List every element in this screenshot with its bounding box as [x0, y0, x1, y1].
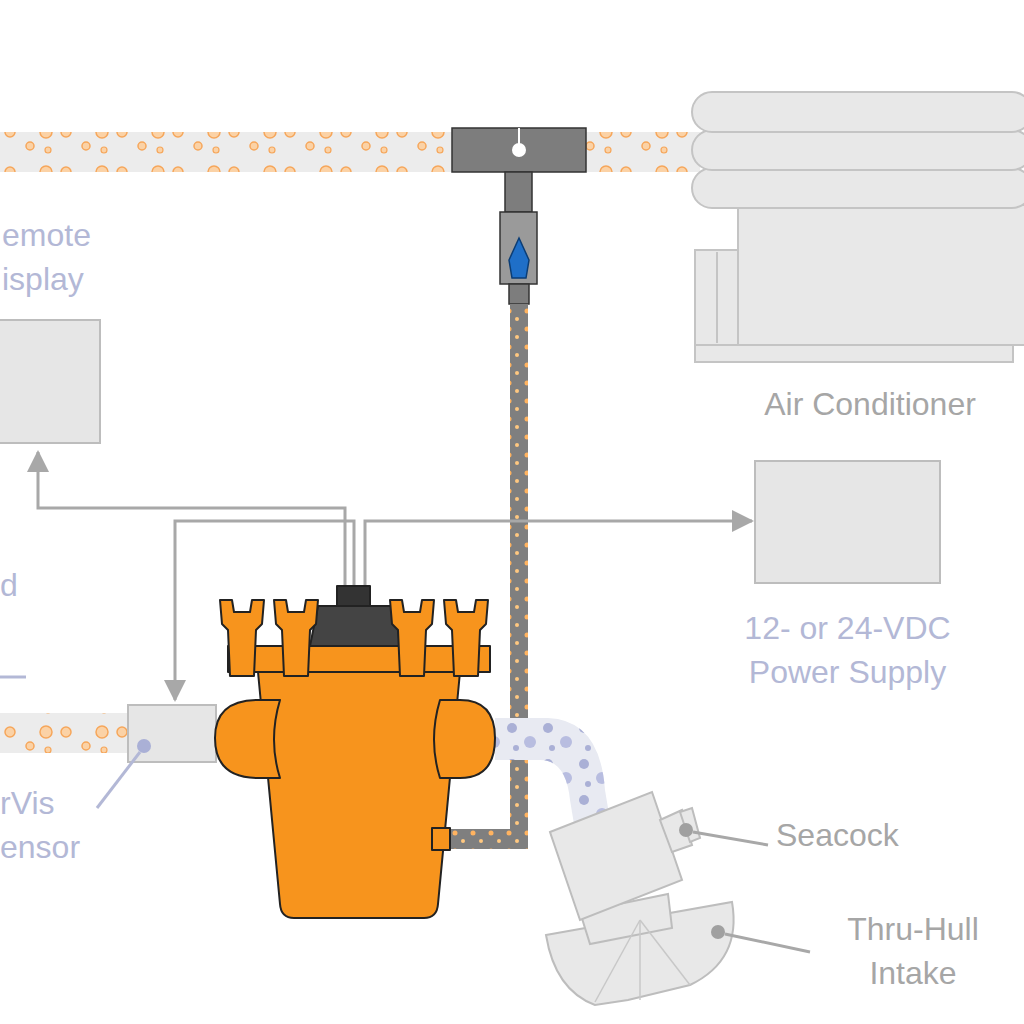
wing-nut: [220, 600, 264, 676]
wing-nut: [390, 600, 434, 676]
cropped-label: d: [0, 563, 60, 607]
seacock-label: Seacock: [776, 813, 976, 857]
wing-nut: [274, 600, 318, 676]
node-label: emote isplay: [2, 213, 132, 301]
power-supply-box: 12- or 24-VDC Power Supply: [755, 461, 940, 583]
node-label: Air Conditioner: [720, 382, 1020, 426]
sensor-box: rVis ensor: [128, 705, 216, 762]
thru-hull-label: Thru-Hull Intake: [808, 907, 1018, 995]
node-label: 12- or 24-VDC Power Supply: [705, 606, 990, 694]
wing-nut: [444, 600, 488, 676]
remote-display-box: emote isplay: [0, 320, 100, 443]
air-conditioner: Air Conditioner: [692, 92, 1024, 362]
node-label: rVis ensor: [0, 781, 110, 869]
